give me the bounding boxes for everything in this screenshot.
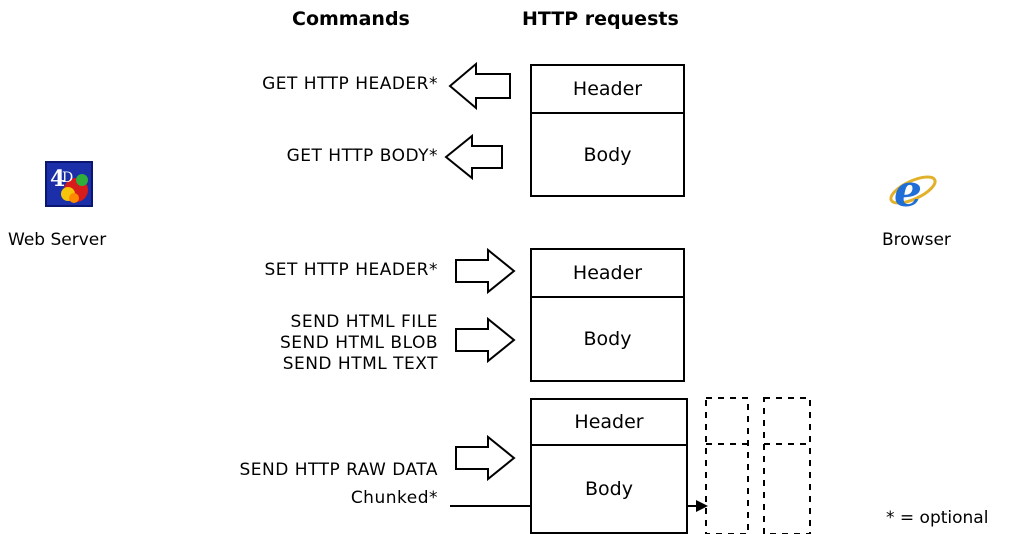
request-body-section: Body bbox=[583, 143, 632, 166]
command-get-http-body: GET HTTP BODY* bbox=[286, 146, 438, 166]
command-send-html-file: SEND HTML FILE bbox=[290, 312, 438, 332]
http-requests-column-title: HTTP requests bbox=[522, 8, 679, 30]
right-arrow-icon bbox=[455, 316, 516, 364]
request-box-raw: Header Body bbox=[530, 398, 688, 534]
request-body-section: Body bbox=[583, 328, 632, 350]
browser-label: Browser bbox=[882, 230, 951, 250]
command-set-http-header: SET HTTP HEADER* bbox=[264, 260, 438, 280]
command-get-http-header: GET HTTP HEADER* bbox=[262, 74, 438, 94]
request-body-section: Body bbox=[585, 478, 633, 500]
commands-column-title: Commands bbox=[292, 8, 410, 30]
command-send-http-raw-data: SEND HTTP RAW DATA bbox=[239, 460, 438, 480]
svg-text:e: e bbox=[894, 166, 922, 217]
request-box-send: Header Body bbox=[530, 248, 685, 382]
chunk-boxes bbox=[705, 397, 811, 534]
right-arrow-icon bbox=[455, 434, 516, 482]
internet-explorer-icon: e bbox=[888, 162, 938, 218]
chunked-arrowhead-icon bbox=[696, 500, 708, 512]
command-send-html-text: SEND HTML TEXT bbox=[282, 354, 438, 374]
request-header-section: Header bbox=[532, 400, 686, 446]
left-arrow-icon bbox=[444, 133, 503, 181]
web-server-icon: 4 D bbox=[45, 161, 93, 210]
command-send-html-blob: SEND HTML BLOB bbox=[279, 333, 438, 353]
request-header-section: Header bbox=[532, 66, 683, 114]
web-server-label: Web Server bbox=[8, 230, 107, 250]
svg-text:D: D bbox=[62, 170, 73, 186]
request-header-section: Header bbox=[532, 250, 683, 298]
command-chunked: Chunked* bbox=[350, 488, 438, 508]
request-box-get: Header Body bbox=[530, 64, 685, 197]
right-arrow-icon bbox=[455, 247, 516, 295]
svg-text:4: 4 bbox=[50, 166, 65, 192]
left-arrow-icon bbox=[448, 61, 511, 111]
optional-footnote: * = optional bbox=[886, 508, 989, 528]
